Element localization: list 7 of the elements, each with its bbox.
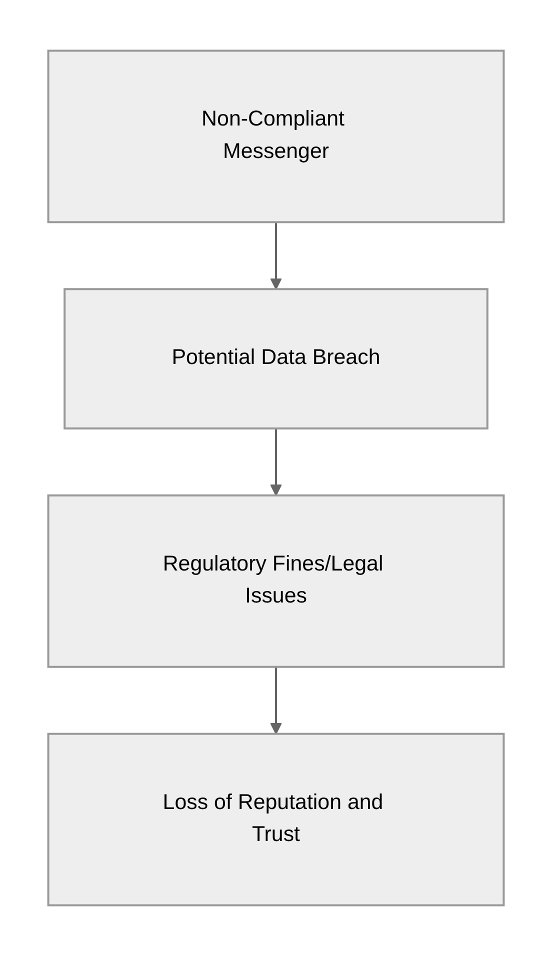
box-label: Non-Compliant Messenger	[200, 107, 346, 166]
arrow	[270, 666, 282, 734]
arrow	[270, 428, 282, 496]
box-label: Potential Data Breach	[172, 346, 380, 372]
box-label: Regulatory Fines/Legal Issues	[162, 552, 384, 610]
arrow	[270, 222, 282, 290]
box-label: Loss of Reputation and Trust	[162, 790, 384, 848]
